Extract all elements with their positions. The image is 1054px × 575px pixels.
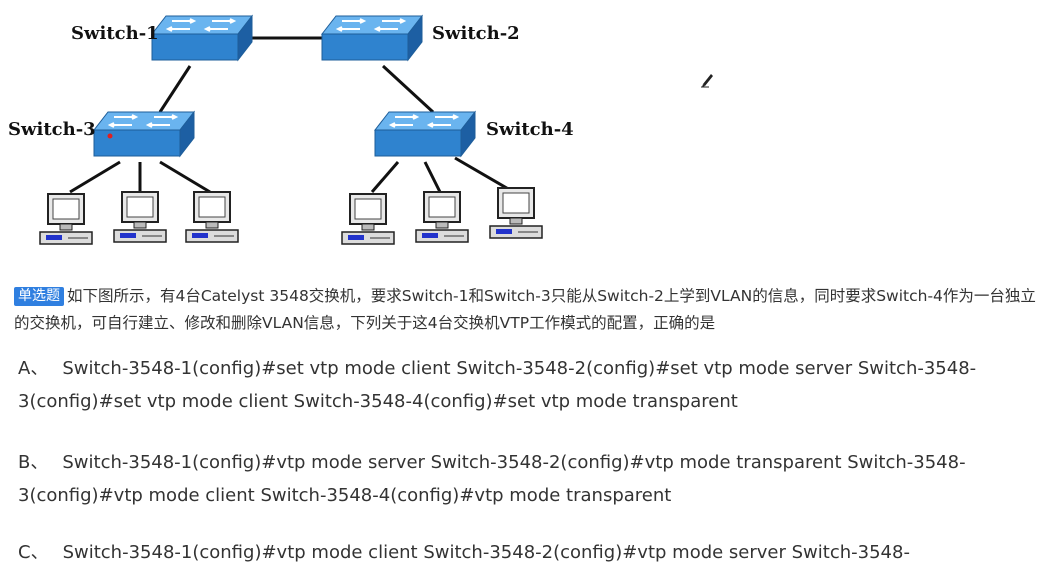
pen-cursor-icon xyxy=(701,74,713,88)
computer-icon xyxy=(113,191,167,243)
switch-1-icon xyxy=(151,15,253,61)
computer-icon xyxy=(415,191,469,243)
switch-3-icon xyxy=(93,111,195,157)
switch-2-icon xyxy=(321,15,423,61)
question-type-badge: 单选题 xyxy=(14,287,64,306)
option-a[interactable]: A、Switch-3548-1(config)#set vtp mode cli… xyxy=(18,352,1028,418)
option-letter: B、 xyxy=(18,452,49,473)
computer-icon xyxy=(39,193,93,245)
option-text: Switch-3548-1(config)#set vtp mode clien… xyxy=(18,358,977,412)
option-letter: C、 xyxy=(18,542,49,563)
option-letter: A、 xyxy=(18,358,49,379)
option-c[interactable]: C、 Switch-3548-1(config)#vtp mode client … xyxy=(18,536,1028,569)
question-stem: 单选题如下图所示，有4台Catelyst 3548交换机，要求Switch-1和… xyxy=(14,283,1044,337)
switch-2-label: Switch-2 xyxy=(432,23,520,44)
network-topology-diagram: Switch-1 Switch-2 Switch-3 Switch-4 xyxy=(8,15,574,245)
option-b[interactable]: B、Switch-3548-1(config)#vtp mode server … xyxy=(18,446,1028,512)
switch-4-label: Switch-4 xyxy=(486,119,574,140)
computer-icon xyxy=(185,191,239,243)
switch-1-label: Switch-1 xyxy=(71,23,159,44)
question-text: 如下图所示，有4台Catelyst 3548交换机，要求Switch-1和Swi… xyxy=(14,287,1036,332)
option-text: Switch-3548-1(config)#vtp mode server Sw… xyxy=(18,452,966,506)
switch-3-label: Switch-3 xyxy=(8,119,96,140)
switch-4-icon xyxy=(374,111,476,157)
option-text: Switch-3548-1(config)#vtp mode client Sw… xyxy=(62,542,910,563)
computer-icon xyxy=(341,193,395,245)
computer-icon xyxy=(489,187,543,239)
